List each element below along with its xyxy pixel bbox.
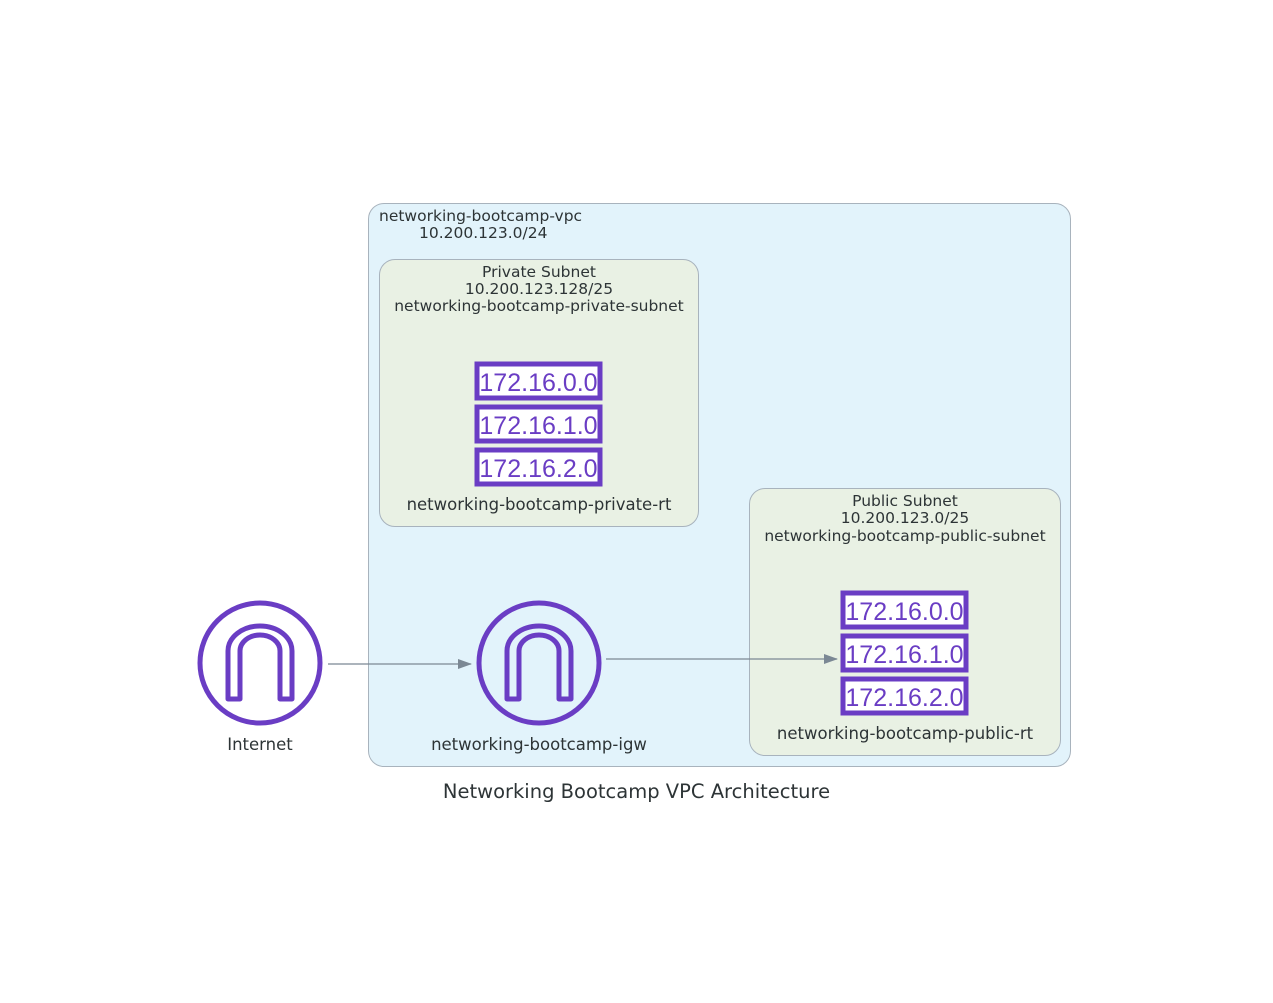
public-subnet-cidr: 10.200.123.0/25 [840, 509, 970, 527]
public-rt-route-1: 172.16.1.0 [845, 641, 963, 669]
route-table-icon: 172.16.0.0 172.16.1.0 172.16.2.0 [840, 590, 969, 716]
igw-label: networking-bootcamp-igw [431, 735, 647, 754]
private-subnet-name: networking-bootcamp-private-subnet [394, 297, 684, 315]
private-route-table-label: networking-bootcamp-private-rt [406, 495, 672, 514]
internet-label: Internet [227, 735, 293, 754]
route-table-icon: 172.16.0.0 172.16.1.0 172.16.2.0 [474, 361, 603, 487]
internet-gateway-icon [197, 600, 323, 726]
diagram-title: Networking Bootcamp VPC Architecture [442, 780, 831, 803]
private-rt-route-0: 172.16.0.0 [479, 369, 597, 397]
private-subnet-title: Private Subnet [482, 263, 596, 281]
private-rt-route-1: 172.16.1.0 [479, 412, 597, 440]
private-rt-route-2: 172.16.2.0 [479, 455, 597, 483]
public-rt-route-2: 172.16.2.0 [845, 684, 963, 712]
public-rt-route-0: 172.16.0.0 [845, 598, 963, 626]
vpc-name: networking-bootcamp-vpc [379, 207, 583, 225]
vpc-cidr: 10.200.123.0/24 [419, 224, 548, 242]
public-subnet-title: Public Subnet [852, 492, 958, 510]
public-route-table-label: networking-bootcamp-public-rt [776, 724, 1034, 743]
internet-gateway-icon [476, 600, 602, 726]
private-subnet-cidr: 10.200.123.128/25 [464, 280, 614, 298]
public-subnet-name: networking-bootcamp-public-subnet [764, 527, 1046, 545]
